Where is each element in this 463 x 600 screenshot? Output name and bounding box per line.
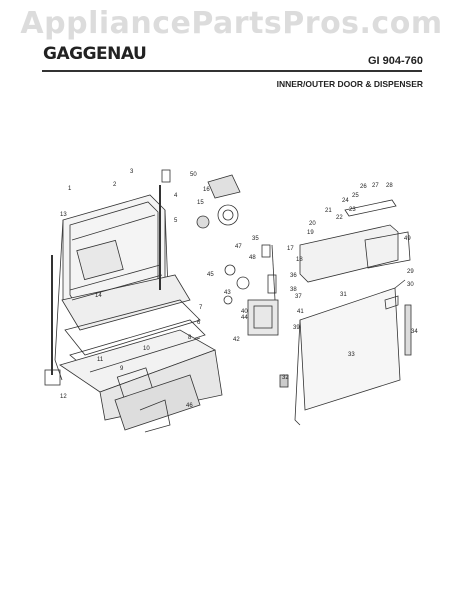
callout-17: 17: [287, 246, 294, 252]
callout-20: 20: [309, 221, 316, 227]
callout-1: 1: [68, 186, 72, 192]
callout-35: 35: [252, 236, 259, 242]
callout-12: 12: [60, 394, 67, 400]
callout-48: 48: [249, 255, 256, 261]
callout-49: 49: [404, 236, 411, 242]
callout-31: 31: [340, 292, 347, 298]
callout-45: 45: [207, 272, 214, 278]
callout-50: 50: [190, 172, 197, 178]
callout-42: 42: [233, 337, 240, 343]
callout-15: 15: [197, 200, 204, 206]
callout-32: 32: [282, 375, 289, 381]
callout-7: 7: [199, 305, 203, 311]
callout-4: 4: [174, 193, 178, 199]
callout-3: 3: [130, 169, 134, 175]
callout-34: 34: [411, 329, 418, 335]
callout-46: 46: [186, 403, 193, 409]
callout-33: 33: [348, 352, 355, 358]
callout-36: 36: [290, 273, 297, 279]
callout-26: 26: [360, 184, 367, 190]
callout-47: 47: [235, 244, 242, 250]
callout-37: 37: [295, 294, 302, 300]
callout-43: 43: [224, 290, 231, 296]
callout-38: 38: [290, 287, 297, 293]
callout-8: 8: [188, 335, 192, 341]
callout-44: 44: [241, 315, 248, 321]
outer-door-panel: [279, 199, 412, 426]
callout-11: 11: [97, 357, 104, 363]
callout-41: 41: [297, 309, 304, 315]
callout-19: 19: [307, 230, 314, 236]
door-base-assembly: [59, 329, 223, 433]
callout-24: 24: [342, 198, 349, 204]
callout-28: 28: [386, 183, 393, 189]
callout-2: 2: [113, 182, 117, 188]
callout-5: 5: [174, 218, 178, 224]
callout-29: 29: [407, 269, 414, 275]
header-rule: [42, 70, 422, 72]
callout-9: 9: [120, 366, 124, 372]
callout-16: 16: [203, 187, 210, 193]
callout-6: 6: [197, 320, 201, 326]
hinge-strips: [44, 169, 171, 386]
callout-21: 21: [325, 208, 332, 214]
watermark-text: AppliancePartsPros.com: [20, 6, 443, 41]
callout-30: 30: [407, 282, 414, 288]
callout-labels: 1234567891011121314151617181920212223242…: [60, 169, 418, 409]
callout-10: 10: [143, 346, 150, 352]
brand-logo: GAGGENAU: [43, 44, 147, 64]
callout-27: 27: [372, 183, 379, 189]
callout-14: 14: [95, 293, 102, 299]
callout-25: 25: [352, 193, 359, 199]
dispenser-parts: [196, 174, 279, 336]
callout-18: 18: [296, 257, 303, 263]
callout-13: 13: [60, 212, 67, 218]
model-number: GI 904-760: [367, 55, 423, 67]
callout-39: 39: [293, 325, 300, 331]
callout-22: 22: [336, 215, 343, 221]
callout-40: 40: [241, 309, 248, 315]
callout-23: 23: [349, 207, 356, 213]
section-title: INNER/OUTER DOOR & DISPENSER: [276, 79, 423, 89]
inner-door-frame: [54, 194, 206, 381]
